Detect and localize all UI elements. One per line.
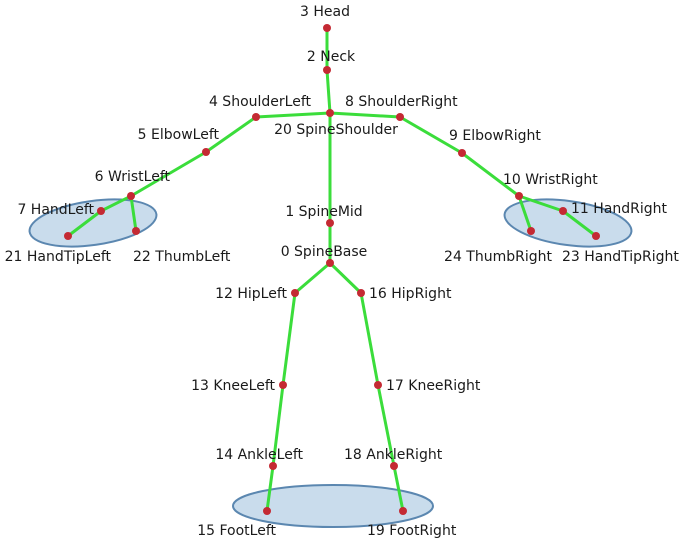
bone-WristRight-HandRight — [517, 194, 565, 213]
joint-dot-5-ElbowLeft — [202, 148, 210, 156]
joint-dot-7-HandLeft — [97, 207, 105, 215]
bone-WristLeft-ThumbLeft — [129, 194, 138, 233]
joint-dot-2-Neck — [323, 66, 331, 74]
bone-Neck-SpineShoulder — [325, 68, 332, 115]
bone-WristLeft-HandLeft — [99, 194, 133, 213]
joint-dot-12-HipLeft — [291, 289, 299, 297]
joints-layer — [64, 24, 600, 515]
joint-dot-20-SpineShoulder — [326, 109, 334, 117]
bone-HandRight-HandTipRight — [561, 209, 598, 238]
bone-ShoulderLeft-ElbowLeft — [204, 115, 258, 154]
joint-label-18-AnkleRight: 18 AnkleRight — [344, 447, 443, 463]
left-hand-region — [28, 198, 158, 248]
bones-layer — [66, 26, 598, 513]
joint-label-5-ElbowLeft: 5 ElbowLeft — [138, 127, 220, 143]
joint-dot-17-KneeRight — [374, 381, 382, 389]
joint-label-23-HandTipRight: 23 HandTipRight — [562, 249, 679, 265]
joint-label-20-SpineShoulder: 20 SpineShoulder — [274, 122, 398, 138]
feet-region — [232, 484, 434, 528]
joint-label-3-Head: 3 Head — [300, 4, 350, 20]
bone-AnkleLeft-FootLeft — [265, 464, 275, 513]
joint-dot-24-ThumbRight — [527, 227, 535, 235]
joint-dot-11-HandRight — [559, 207, 567, 215]
joint-dot-18-AnkleRight — [390, 462, 398, 470]
joint-label-15-FootLeft: 15 FootLeft — [197, 523, 276, 539]
joint-dot-10-WristRight — [515, 192, 523, 200]
joint-dot-6-WristLeft — [127, 192, 135, 200]
bone-AnkleRight-FootRight — [392, 464, 405, 513]
joint-dot-1-SpineMid — [326, 219, 334, 227]
joint-dot-21-HandTipLeft — [64, 232, 72, 240]
joint-dot-0-SpineBase — [326, 259, 334, 267]
joint-dot-13-KneeLeft — [279, 381, 287, 389]
joint-dot-9-ElbowRight — [458, 149, 466, 157]
bone-WristRight-ThumbRight — [517, 194, 533, 233]
bone-SpineShoulder-ShoulderRight — [328, 111, 402, 119]
joint-labels-layer: 0 SpineBase 1 SpineMid 2 Neck 3 Head 4 Shoul… — [5, 4, 679, 539]
bone-ShoulderRight-ElbowRight — [398, 115, 464, 155]
joint-label-6-WristLeft: 6 WristLeft — [95, 169, 171, 185]
joint-label-0-SpineBase: 0 SpineBase — [281, 244, 368, 260]
bone-HipLeft-KneeLeft — [281, 291, 297, 387]
bone-SpineBase-HipLeft — [293, 261, 332, 295]
joint-label-19-FootRight: 19 FootRight — [367, 523, 457, 539]
joint-label-24-ThumbRight: 24 ThumbRight — [444, 249, 552, 265]
joint-label-12-HipLeft: 12 HipLeft — [215, 286, 287, 302]
joint-label-21-HandTipLeft: 21 HandTipLeft — [5, 249, 112, 265]
joint-label-9-ElbowRight: 9 ElbowRight — [449, 128, 541, 144]
joint-label-4-ShoulderLeft: 4 ShoulderLeft — [209, 94, 312, 110]
joint-label-22-ThumbLeft: 22 ThumbLeft — [133, 249, 231, 265]
bone-SpineBase-HipRight — [328, 261, 363, 295]
joint-label-8-ShoulderRight: 8 ShoulderRight — [345, 94, 458, 110]
joint-label-14-AnkleLeft: 14 AnkleLeft — [215, 447, 303, 463]
joint-label-10-WristRight: 10 WristRight — [503, 172, 598, 188]
bone-HipRight-KneeRight — [359, 291, 380, 387]
joint-label-2-Neck: 2 Neck — [307, 49, 356, 65]
joint-dot-3-Head — [323, 24, 331, 32]
joint-label-16-HipRight: 16 HipRight — [369, 286, 452, 302]
bone-HandLeft-HandTipLeft — [66, 209, 103, 238]
joint-dot-4-ShoulderLeft — [252, 113, 260, 121]
joint-dot-22-ThumbLeft — [132, 227, 140, 235]
joint-dot-23-HandTipRight — [592, 232, 600, 240]
joint-label-7-HandLeft: 7 HandLeft — [17, 202, 94, 218]
joint-label-11-HandRight: 11 HandRight — [571, 201, 668, 217]
joint-label-1-SpineMid: 1 SpineMid — [285, 204, 362, 220]
bone-KneeLeft-AnkleLeft — [271, 383, 285, 468]
joint-dot-8-ShoulderRight — [396, 113, 404, 121]
joint-label-17-KneeRight: 17 KneeRight — [386, 378, 481, 394]
joint-dot-14-AnkleLeft — [269, 462, 277, 470]
bone-SpineShoulder-ShoulderLeft — [254, 111, 332, 119]
bone-ElbowLeft-WristLeft — [129, 150, 208, 198]
joint-dot-16-HipRight — [357, 289, 365, 297]
bone-KneeRight-AnkleRight — [376, 383, 396, 468]
joint-dot-19-FootRight — [399, 507, 407, 515]
joint-dot-15-FootLeft — [263, 507, 271, 515]
bone-ElbowRight-WristRight — [460, 151, 521, 198]
joint-label-13-KneeLeft: 13 KneeLeft — [191, 378, 275, 394]
